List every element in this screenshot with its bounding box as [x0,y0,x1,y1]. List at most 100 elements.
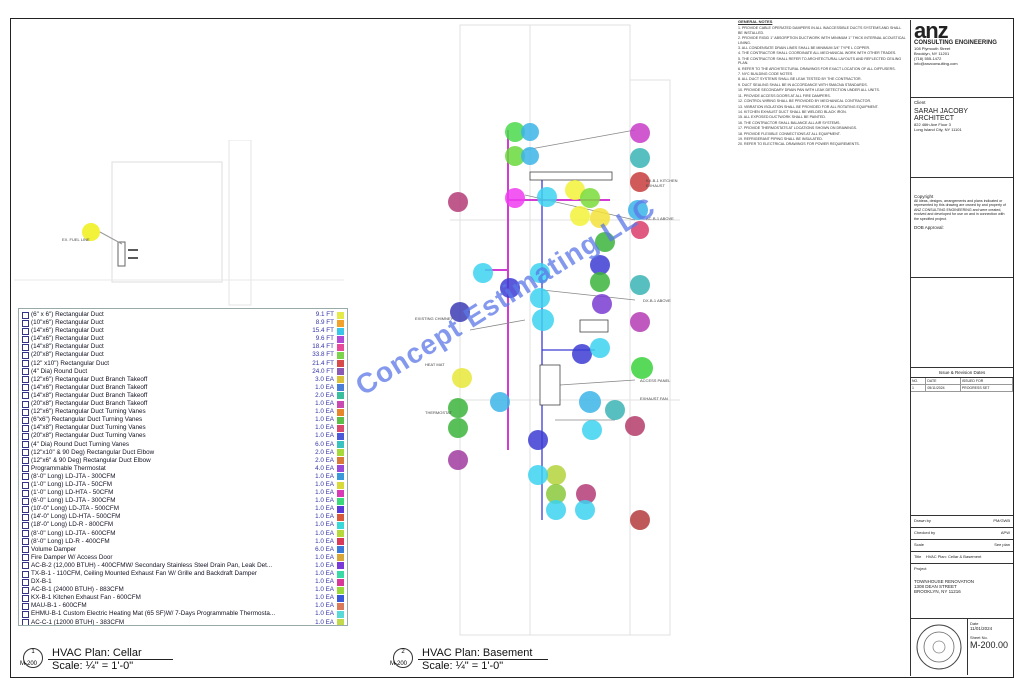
legend-checkbox[interactable] [22,376,29,384]
legend-checkbox[interactable] [22,546,29,554]
legend-swatch [337,578,344,586]
legend-label: (18'-0" Long) LD-R - 800CFM [31,521,114,529]
firm-address-line: Brooklyn, NY 11201 [914,51,950,56]
legend-quantity: 1.0 EA [315,610,334,618]
legend-label: (14"x8") Rectangular Duct Turning Vanes [31,424,146,432]
view-scale-cellar: Scale: ¼" = 1'-0" [52,660,134,672]
legend-checkbox[interactable] [22,473,29,481]
legend-checkbox[interactable] [22,481,29,489]
title-block: anz CONSULTING ENGINEERING 108 Plymouth … [910,20,1014,676]
project-label: Project [914,566,927,571]
legend-checkbox[interactable] [22,449,29,457]
legend-checkbox[interactable] [22,424,29,432]
legend-checkbox[interactable] [22,554,29,562]
legend-swatch [337,619,344,625]
legend-checkbox[interactable] [22,602,29,610]
general-notes: GENERAL NOTES 1. PROVIDE CABLE OPERATED … [738,20,906,675]
legend-swatch [337,343,344,351]
legend-checkbox[interactable] [22,432,29,440]
legend-checkbox[interactable] [22,384,29,392]
note-item: 15. ALL EXPOSED DUCTWORK SHALL BE PAINTE… [738,115,826,120]
legend-swatch [337,611,344,619]
client-block: Client SARAH JACOBY ARCHITECT 822 46th A… [911,98,1013,178]
legend-checkbox[interactable] [22,562,29,570]
legend-label: (14"x6") Rectangular Duct [31,335,104,343]
legend-label: EHMU-B-1 Custom Electric Heating Mat (65… [31,610,276,618]
legend-label: (14"x8") Rectangular Duct [31,343,104,351]
legend-checkbox[interactable] [22,594,29,602]
legend-checkbox[interactable] [22,586,29,594]
legend-checkbox[interactable] [22,457,29,465]
legend-checkbox[interactable] [22,513,29,521]
legend-swatch [337,602,344,610]
legend-quantity: 1.0 EA [315,586,334,594]
legend-swatch [337,392,344,400]
legend-quantity: 1.0 EA [315,602,334,610]
client-name: ARCHITECT [914,115,955,122]
legend-swatch [337,424,344,432]
legend-checkbox[interactable] [22,570,29,578]
legend-checkbox[interactable] [22,505,29,513]
legend-checkbox[interactable] [22,578,29,586]
project-line: BROOKLYN, NY 11216 [914,589,961,594]
legend-checkbox[interactable] [22,392,29,400]
legend-checkbox[interactable] [22,343,29,351]
legend-checkbox[interactable] [22,441,29,449]
legend-row: (12"x10" & 90 Deg) Rectangular Duct Elbo… [22,449,344,457]
plan-annotation: DX-B-1 ABOVE [643,298,671,303]
legend-checkbox[interactable] [22,335,29,343]
legend-checkbox[interactable] [22,319,29,327]
legend-row: TX-B-1 - 110CFM, Ceiling Mounted Exhaust… [22,570,344,578]
legend-label: (8'-0" Long) LD-JTA - 300CFM [31,472,116,480]
legend-checkbox[interactable] [22,368,29,376]
legend-checkbox[interactable] [22,465,29,473]
legend-row: (12"x6") Rectangular Duct Branch Takeoff… [22,376,344,384]
legend-checkbox[interactable] [22,530,29,538]
note-item: 2. PROVIDE RIGID 1" ABSORPTION DUCTWORK … [738,36,906,45]
client-address: Long Island City, NY 11101 [914,127,962,132]
legend-swatch [337,473,344,481]
legend-checkbox[interactable] [22,619,29,625]
plan-annotation: KX-B-1 KITCHEN EXHAUST [646,178,678,188]
legend-swatch [337,432,344,440]
legend-checkbox[interactable] [22,497,29,505]
legend-checkbox[interactable] [22,408,29,416]
legend-checkbox[interactable] [22,400,29,408]
plan-annotation: THERMOSTAT [425,410,452,415]
legend-label: (6'-0" Long) LD-JTA - 300CFM [31,497,116,505]
legend-swatch [337,570,344,578]
legend-checkbox[interactable] [22,311,29,319]
legend-swatch [337,489,344,497]
legend-checkbox[interactable] [22,327,29,335]
legend-quantity: 9.6 FT [315,335,334,343]
legend-checkbox[interactable] [22,416,29,424]
legend-checkbox[interactable] [22,360,29,368]
basement-plan-drawing [448,24,680,636]
issue-label: Issue & Revision Dates [911,368,1013,378]
legend-checkbox[interactable] [22,489,29,497]
title-row: Title HVAC Plan: Cellar & Basement [911,552,1013,564]
legend-quantity: 1.0 EA [315,513,334,521]
legend-quantity: 1.0 EA [315,521,334,529]
legend-swatch [337,505,344,513]
drawn-by-label: Drawn by [914,518,931,523]
legend-swatch [337,327,344,335]
legend-checkbox[interactable] [22,538,29,546]
seal-sheet-block: Date 11/01/2024 Sheet No. M-200.00 [911,619,1013,675]
legend-checkbox[interactable] [22,521,29,529]
scale-label: Scale [914,542,925,547]
legend-checkbox[interactable] [22,352,29,360]
view-number: 1 [31,649,35,655]
legend-quantity: 1.0 EA [315,432,334,440]
legend-checkbox[interactable] [22,611,29,619]
date-sheet-cell: Date 11/01/2024 Sheet No. M-200.00 [967,619,1013,675]
legend-label: (4" Dia) Round Duct Turning Vanes [31,440,130,448]
sheet-number: M-200.00 [970,640,1009,650]
